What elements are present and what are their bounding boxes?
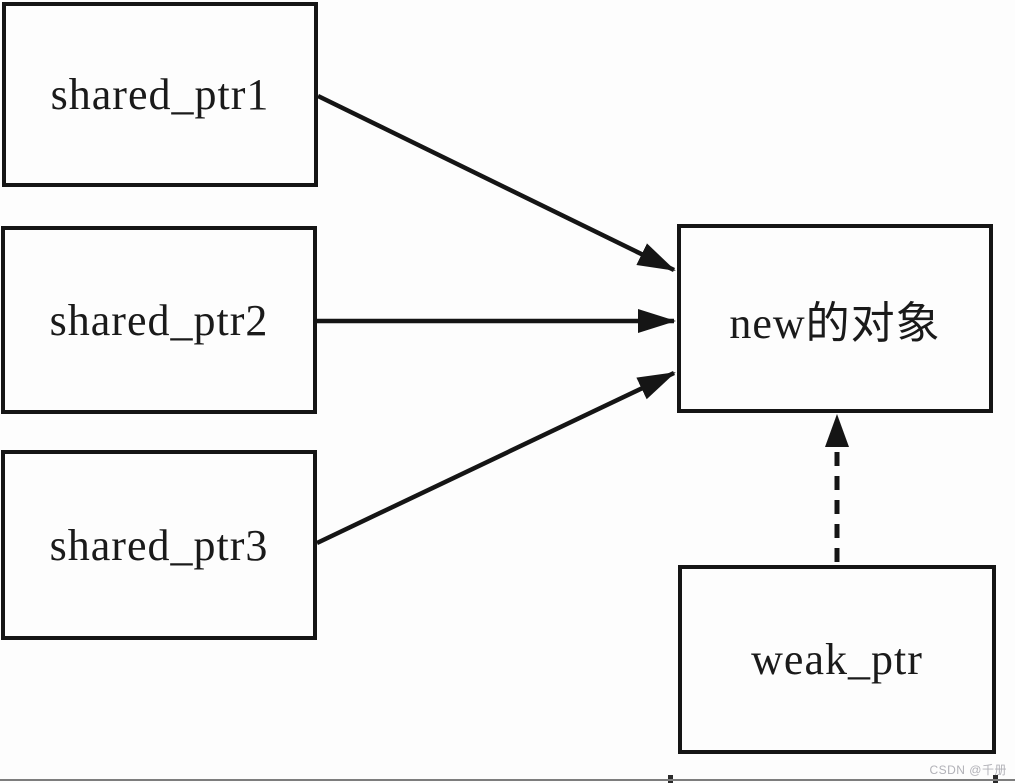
node-shared-ptr3: shared_ptr3 xyxy=(1,450,317,640)
node-new-object-label: new的对象 xyxy=(729,298,941,348)
node-weak-ptr: weak_ptr xyxy=(678,565,996,754)
bottom-divider-line xyxy=(0,779,1015,781)
node-shared-ptr3-label: shared_ptr3 xyxy=(49,520,269,570)
node-shared-ptr1: shared_ptr1 xyxy=(2,2,318,187)
edge-shared-ptr3-to-new-object-arrow xyxy=(316,370,676,546)
edge-weak-ptr-arrowhead xyxy=(825,414,849,447)
node-weak-ptr-label: weak_ptr xyxy=(751,635,923,684)
node-new-object: new的对象 xyxy=(677,224,993,413)
watermark-text: CSDN @千册 xyxy=(929,763,1007,777)
edge-shared-ptr1-to-new-object-arrow xyxy=(317,93,676,273)
edge-weak-ptr-to-new-object-arrow xyxy=(825,414,849,562)
node-shared-ptr1-label: shared_ptr1 xyxy=(50,70,270,119)
node-shared-ptr2-label: shared_ptr2 xyxy=(49,295,269,345)
node-shared-ptr2: shared_ptr2 xyxy=(1,226,317,414)
